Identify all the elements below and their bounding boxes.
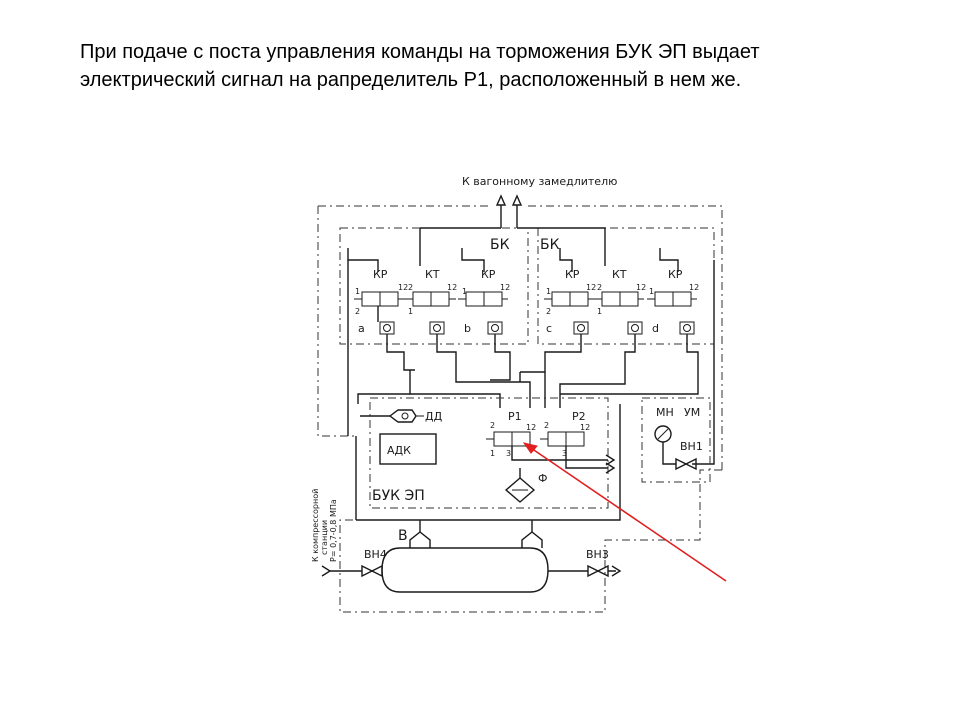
gauge-mn — [654, 425, 676, 465]
supply-lines — [347, 227, 679, 272]
annotation-arrow — [522, 442, 727, 582]
valve-kr-c: КР 1 2 12 c — [544, 268, 596, 335]
distributor-p2: Р2 2 12 3 — [540, 410, 590, 458]
filter-f: Ф — [504, 468, 547, 503]
label-vn1: ВН1 — [680, 440, 703, 453]
svg-text:12: 12 — [526, 423, 536, 432]
label-bk-right: БК — [540, 237, 560, 253]
label-buk-ep: БУК ЭП — [372, 488, 425, 504]
svg-text:a: a — [358, 322, 365, 335]
svg-text:b: b — [464, 322, 471, 335]
svg-text:3: 3 — [562, 449, 567, 458]
svg-text:c: c — [546, 322, 552, 335]
pressure-sensor-dd: ДД — [360, 409, 443, 423]
svg-text:Ф: Ф — [538, 472, 547, 485]
svg-text:2: 2 — [490, 421, 495, 430]
svg-text:1: 1 — [546, 287, 551, 296]
valve-vn1 — [675, 457, 697, 471]
slide-caption: При подаче с поста управления команды на… — [80, 38, 920, 94]
svg-text:К компрессорной: К компрессорной — [311, 489, 320, 562]
svg-text:КТ: КТ — [425, 268, 440, 281]
svg-text:2: 2 — [597, 283, 602, 292]
compressor-note: К компрессорной станции Р= 0,7-0,8 МПа — [311, 489, 338, 562]
svg-text:КР: КР — [481, 268, 496, 281]
label-to-retarder: К вагонному замедлителю — [462, 175, 617, 188]
caption-line-2: электрический сигнал на рапределитель Р1… — [80, 69, 742, 91]
svg-text:3: 3 — [506, 449, 511, 458]
valve-vn3 — [548, 564, 622, 578]
svg-text:Р= 0,7-0,8 МПа: Р= 0,7-0,8 МПа — [329, 499, 338, 562]
svg-text:2: 2 — [544, 421, 549, 430]
check-valves — [379, 321, 695, 335]
adk-box — [379, 433, 437, 465]
reservoir-b — [381, 520, 549, 593]
svg-text:КР: КР — [373, 268, 388, 281]
svg-text:1: 1 — [649, 287, 654, 296]
svg-text:12: 12 — [636, 283, 646, 292]
svg-text:1: 1 — [490, 449, 495, 458]
svg-text:d: d — [652, 322, 659, 335]
label-v: В — [398, 528, 408, 544]
svg-text:12: 12 — [586, 283, 596, 292]
um-block — [641, 397, 711, 483]
svg-text:12: 12 — [689, 283, 699, 292]
label-vn4: ВН4 — [364, 548, 387, 561]
svg-text:КТ: КТ — [612, 268, 627, 281]
svg-text:2: 2 — [546, 307, 551, 316]
svg-text:Р1: Р1 — [508, 410, 522, 423]
bk-right-block — [537, 227, 715, 345]
valve-kr-b: КР 1 12 b — [458, 268, 510, 335]
svg-text:КР: КР — [668, 268, 683, 281]
valve-vn4 — [321, 564, 383, 578]
distributor-p1: Р1 2 1 12 3 — [486, 410, 536, 458]
valve-kt-left: КТ 2 1 12 — [405, 268, 457, 316]
outlet-arrows — [495, 194, 523, 228]
svg-text:1: 1 — [462, 287, 467, 296]
piping-network — [347, 260, 715, 521]
svg-text:станции: станции — [320, 520, 329, 555]
valve-kt-right: КТ 2 1 12 — [594, 268, 646, 316]
label-bk-left: БК — [490, 237, 510, 253]
outer-dashed-frame — [317, 205, 723, 613]
label-adk: АДК — [387, 444, 411, 457]
svg-text:2: 2 — [355, 307, 360, 316]
svg-text:1: 1 — [408, 307, 413, 316]
svg-text:КР: КР — [565, 268, 580, 281]
label-um: УМ — [684, 406, 700, 419]
valve-kr-d: КР 1 12 d — [647, 268, 699, 335]
label-vn3: ВН3 — [586, 548, 609, 561]
svg-text:1: 1 — [597, 307, 602, 316]
svg-text:2: 2 — [408, 283, 413, 292]
svg-text:12: 12 — [398, 283, 408, 292]
svg-text:ДД: ДД — [425, 410, 443, 423]
buk-ep-block — [369, 397, 609, 509]
exhaust-outlets — [511, 446, 616, 474]
svg-text:1: 1 — [355, 287, 360, 296]
caption-line-1: При подаче с поста управления команды на… — [80, 41, 760, 63]
svg-text:12: 12 — [447, 283, 457, 292]
valve-kr-a: КР 1 2 12 a — [354, 268, 408, 335]
svg-text:12: 12 — [500, 283, 510, 292]
svg-text:Р2: Р2 — [572, 410, 586, 423]
label-mn: МН — [656, 406, 674, 419]
svg-text:12: 12 — [580, 423, 590, 432]
